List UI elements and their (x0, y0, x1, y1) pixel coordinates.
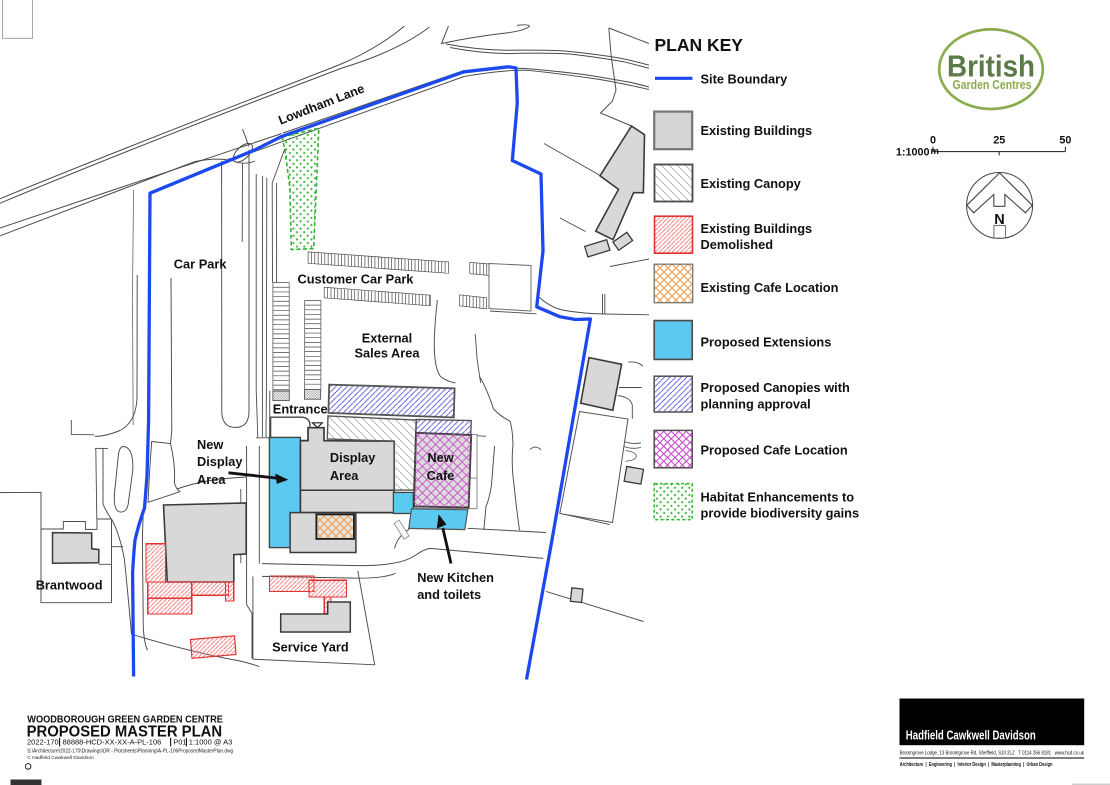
svg-text:Area: Area (197, 472, 226, 487)
svg-text:WOODBOROUGH GREEN GARDEN CENTR: WOODBOROUGH GREEN GARDEN CENTRE (27, 714, 223, 725)
svg-text:1:1000 @ A3: 1:1000 @ A3 (189, 738, 232, 747)
svg-text:50: 50 (1059, 135, 1071, 147)
svg-text:Area: Area (330, 468, 359, 483)
svg-text:and toilets: and toilets (417, 587, 481, 602)
svg-text:External: External (362, 330, 413, 345)
svg-text:Proposed Extensions: Proposed Extensions (701, 334, 832, 349)
svg-text:Customer Car Park: Customer Car Park (298, 272, 415, 287)
svg-text:S:\Architecture\2022-170\Drawi: S:\Architecture\2022-170\Drawings\DR - P… (27, 749, 233, 755)
svg-text:Proposed Cafe Location: Proposed Cafe Location (701, 443, 848, 458)
svg-text:Existing Cafe Location: Existing Cafe Location (701, 280, 839, 295)
svg-text:0: 0 (930, 135, 936, 147)
svg-text:88888-HCD-XX-XX-A-PL-106: 88888-HCD-XX-XX-A-PL-106 (63, 738, 162, 747)
svg-text:New: New (197, 437, 223, 452)
svg-text:Broomgrove Lodge, 13 Broomgrov: Broomgrove Lodge, 13 Broomgrove Rd, Shef… (900, 751, 1084, 757)
svg-text:Cafe: Cafe (427, 468, 455, 483)
svg-text:1:1000: 1:1000 (896, 147, 930, 159)
svg-text:Display: Display (197, 454, 243, 469)
svg-text:New: New (427, 450, 453, 465)
svg-text:planning approval: planning approval (701, 397, 811, 412)
svg-text:Existing Buildings: Existing Buildings (701, 123, 813, 138)
svg-text:Display: Display (330, 450, 376, 465)
svg-text:Service Yard: Service Yard (272, 640, 349, 655)
svg-text:New Kitchen: New Kitchen (417, 570, 494, 585)
svg-text:Proposed Canopies with: Proposed Canopies with (701, 380, 850, 395)
svg-text:Habitat Enhancements to: Habitat Enhancements to (701, 490, 855, 505)
svg-text:Entrance: Entrance (273, 402, 328, 417)
svg-text:Demolished: Demolished (701, 237, 774, 252)
svg-text:PLAN KEY: PLAN KEY (655, 35, 744, 55)
svg-text:Hadfield Cawkwell Davidson: Hadfield Cawkwell Davidson (906, 728, 1036, 742)
svg-text:2022-170: 2022-170 (27, 738, 59, 747)
svg-text:provide biodiversity gains: provide biodiversity gains (701, 506, 860, 521)
svg-text:P01: P01 (173, 738, 186, 747)
svg-text:Existing Canopy: Existing Canopy (701, 176, 802, 191)
svg-text:Sales Area: Sales Area (355, 345, 421, 360)
svg-text:PROPOSED MASTER PLAN: PROPOSED MASTER PLAN (27, 723, 223, 740)
svg-text:British: British (947, 49, 1035, 84)
svg-text:m: m (931, 146, 939, 157)
svg-text:Architecture | Engineering: Architecture | Engineering | Interior De… (900, 762, 1053, 768)
svg-text:C Hadfield Cawkwell Davidson: C Hadfield Cawkwell Davidson (27, 755, 94, 761)
svg-text:Existing Buildings: Existing Buildings (701, 221, 813, 236)
svg-text:Brantwood: Brantwood (36, 577, 103, 592)
svg-text:25: 25 (993, 135, 1005, 147)
svg-text:Car Park: Car Park (174, 256, 228, 271)
svg-text:Garden Centres: Garden Centres (953, 77, 1032, 92)
svg-text:Site Boundary: Site Boundary (701, 71, 789, 86)
svg-text:N: N (994, 212, 1004, 228)
